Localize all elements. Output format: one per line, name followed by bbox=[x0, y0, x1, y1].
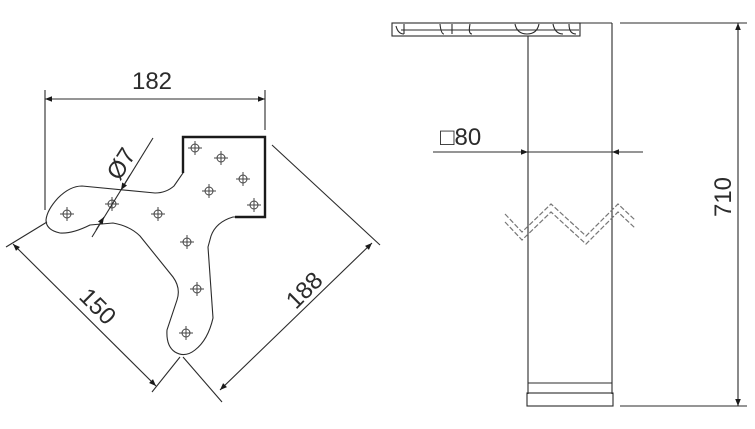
mounting-hole bbox=[236, 172, 250, 186]
mounting-plate-outline bbox=[45, 136, 266, 356]
dim-label-section: □80 bbox=[440, 124, 481, 151]
dim-line-150 bbox=[12, 243, 157, 387]
ext-line-188-bottom bbox=[182, 356, 223, 403]
mounting-hole bbox=[180, 235, 194, 249]
dim-label-150: 150 bbox=[74, 283, 121, 330]
mounting-hole bbox=[202, 184, 216, 198]
mounting-hole bbox=[151, 207, 165, 221]
top-plate bbox=[391, 22, 581, 37]
arrow-hole-bottom bbox=[95, 216, 105, 231]
mounting-hole bbox=[60, 207, 74, 221]
arrow-hole-top bbox=[120, 174, 131, 191]
dim-label-188: 188 bbox=[281, 267, 328, 314]
side-view: □80 710 bbox=[391, 22, 747, 407]
dim-label-710: 710 bbox=[710, 177, 737, 217]
mounting-hole bbox=[190, 282, 204, 296]
dim-line-188 bbox=[219, 242, 373, 391]
ext-line-188-top bbox=[271, 144, 381, 246]
mounting-hole bbox=[188, 141, 202, 155]
foot-base bbox=[526, 392, 614, 407]
mounting-hole bbox=[179, 326, 193, 340]
square-corner-outline bbox=[181, 135, 267, 219]
top-plate-detail bbox=[395, 23, 579, 35]
top-view: 182 Ø7 150 188 bbox=[5, 68, 381, 403]
mounting-hole bbox=[247, 198, 261, 212]
mounting-hole bbox=[214, 151, 228, 165]
dim-label-hole-diameter: Ø7 bbox=[102, 143, 142, 184]
ext-line-150-left bbox=[5, 221, 48, 248]
break-line-lower bbox=[504, 211, 636, 245]
ext-line-150-bottom bbox=[151, 356, 181, 393]
break-line-upper bbox=[504, 203, 636, 237]
dim-label-182: 182 bbox=[132, 68, 172, 95]
